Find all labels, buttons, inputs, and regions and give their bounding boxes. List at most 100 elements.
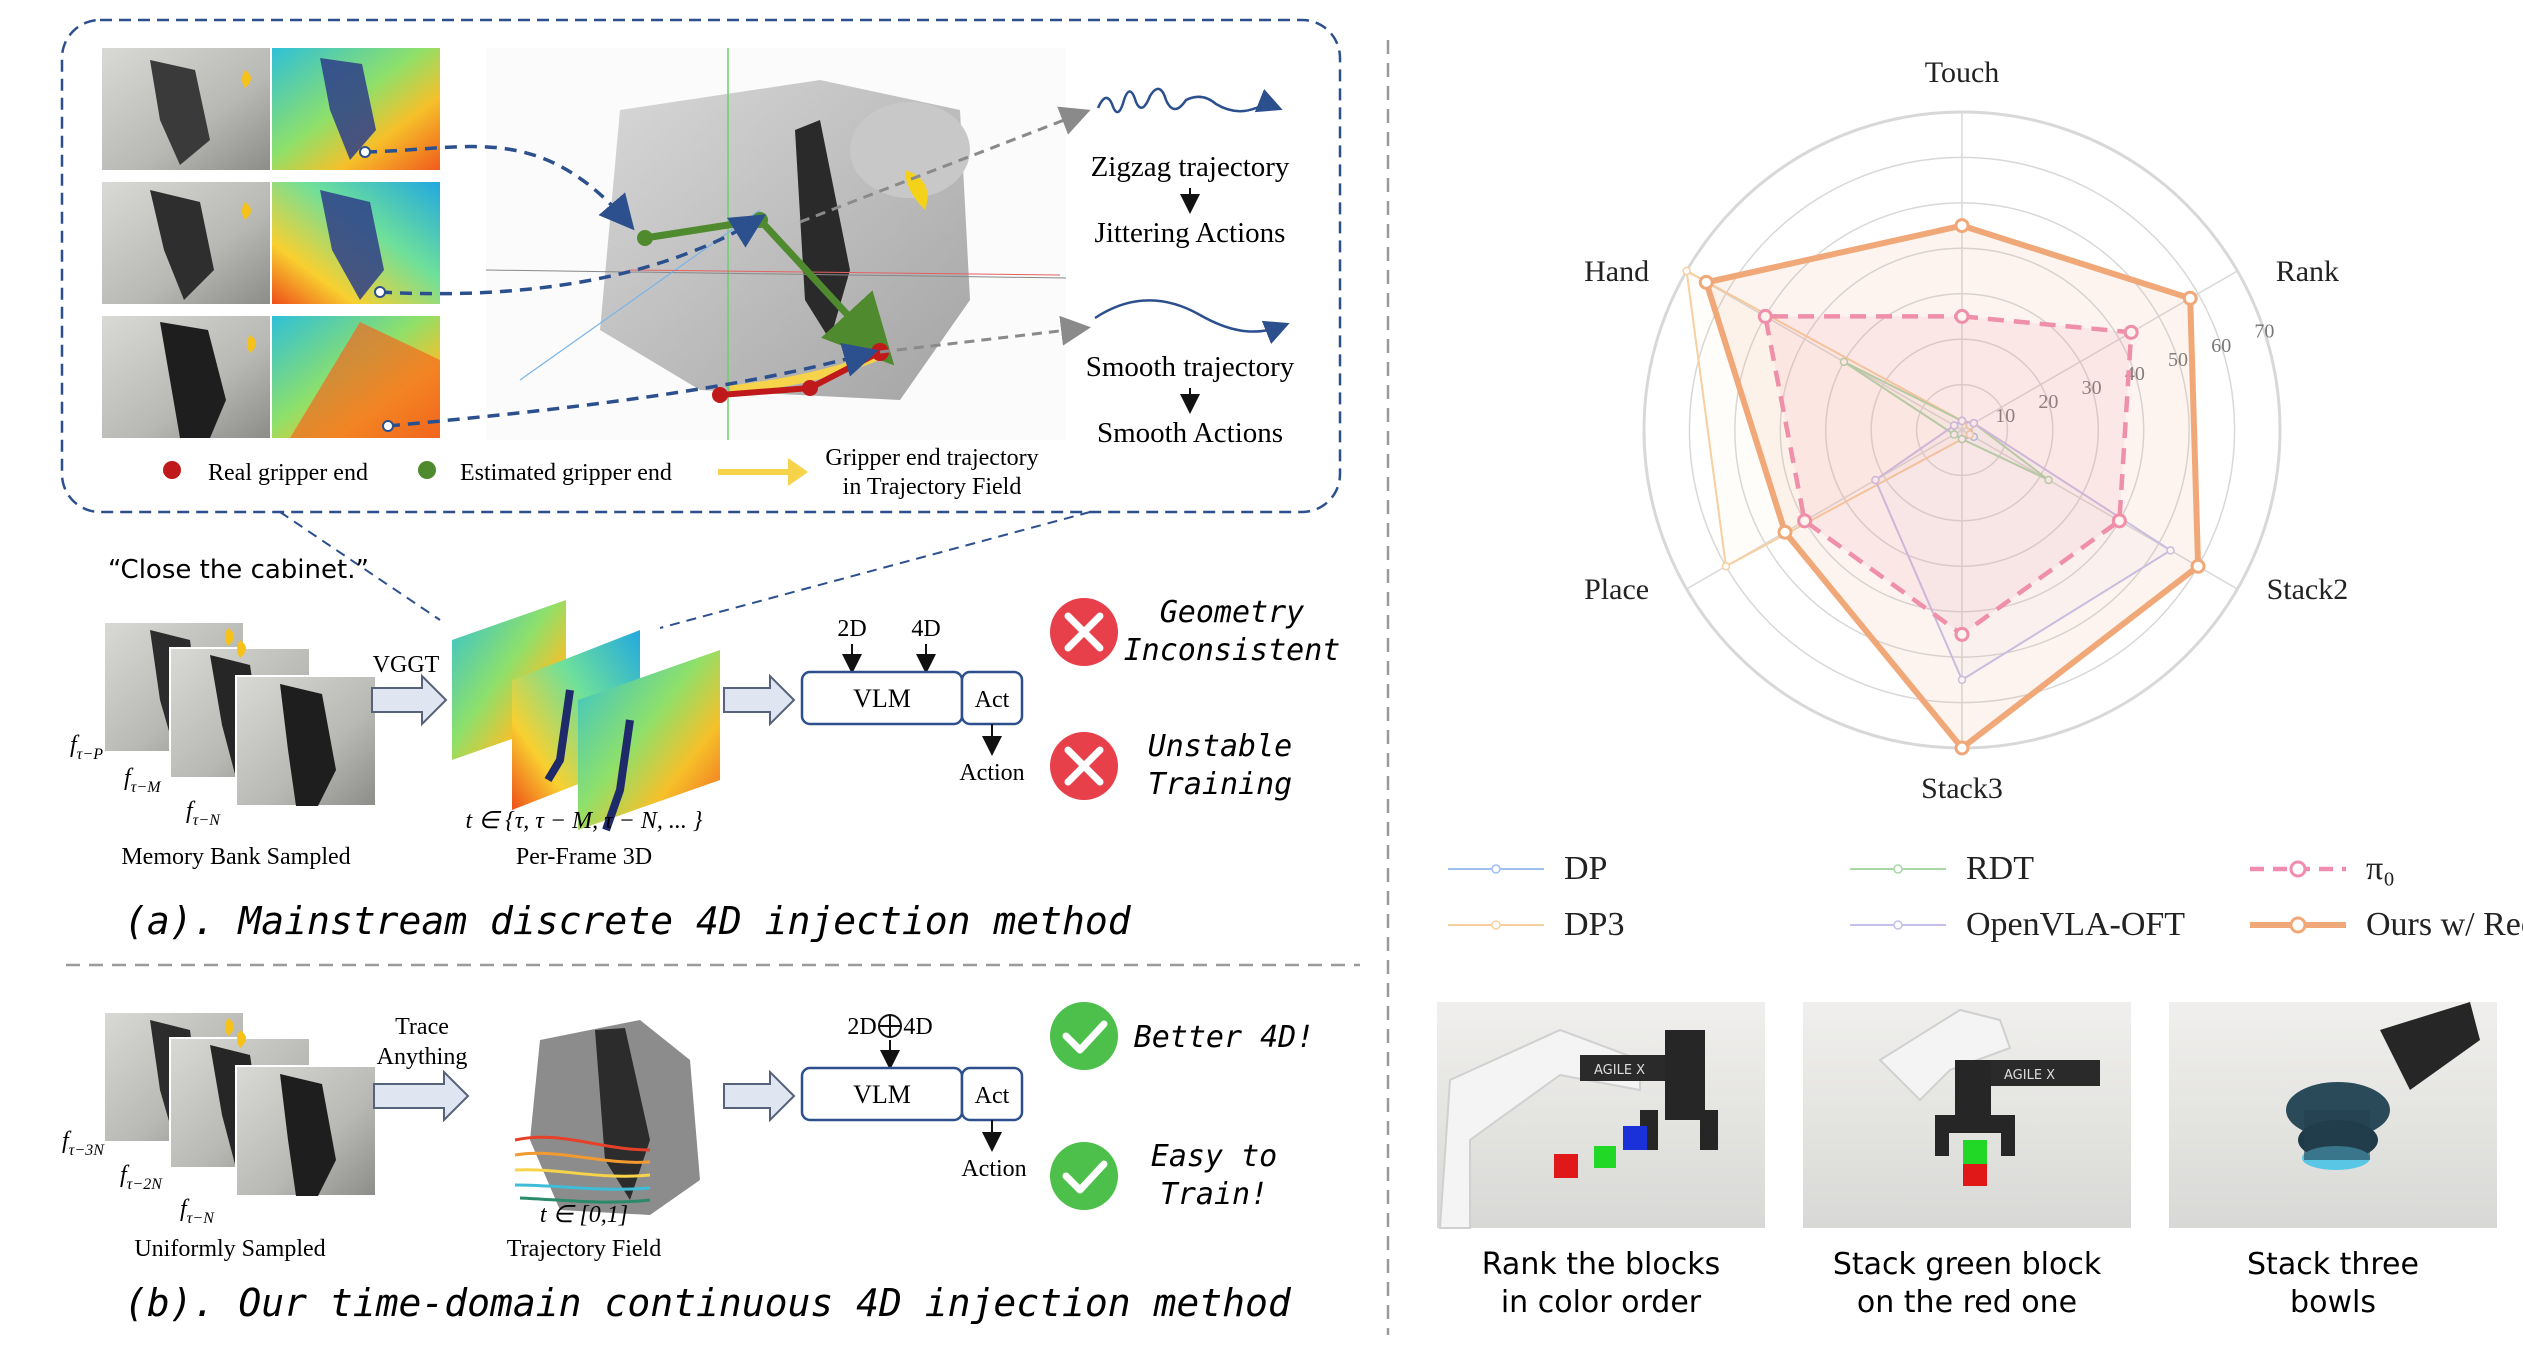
memory-bank-frames — [103, 621, 377, 807]
legend-marker-dp — [1491, 864, 1501, 874]
task-caption-bowls-1: Stack three — [2247, 1247, 2419, 1282]
radar-series-ours-w-recouple — [1702, 222, 2202, 753]
radar-point-pi0 — [1757, 308, 1773, 324]
link-arrow — [387, 342, 879, 428]
trace-arrow — [373, 1069, 470, 1123]
legend-marker-dp3 — [1491, 920, 1501, 930]
task-images: AGILE X AGILE X Ra — [1437, 1002, 2497, 1320]
zigzag-title: Zigzag trajectory — [1091, 151, 1290, 183]
legend-label-rdt: RDT — [1966, 850, 2034, 887]
cross-icon — [1050, 598, 1118, 666]
zigzag-curve — [1096, 87, 1283, 114]
radar-chart: 10203040506070TouchRankStack2Stack3Place… — [1584, 56, 2348, 805]
input-2d: 2D — [837, 616, 866, 642]
uniform-caption: Uniformly Sampled — [134, 1236, 325, 1262]
radar-tick-label: 70 — [2254, 321, 2274, 343]
vggt-label: VGGT — [373, 652, 440, 678]
smooth-pointer — [879, 315, 1091, 354]
smooth-result: Smooth Actions — [1097, 417, 1283, 449]
task-image-stack-green: AGILE X — [1803, 1002, 2131, 1228]
legend-estimated: Estimated gripper end — [460, 460, 672, 486]
radar-point-dp3 — [1965, 430, 1975, 439]
frame-pair-3 — [102, 316, 440, 438]
radar-axis-label: Stack2 — [2267, 573, 2349, 606]
zigzag-result: Jittering Actions — [1095, 217, 1286, 249]
task-caption-bowls-2: bowls — [2290, 1285, 2376, 1320]
radar-point-rdt — [1957, 434, 1967, 444]
radar-point-pi0 — [2111, 513, 2127, 529]
trajectory-field-cloud — [514, 1020, 700, 1215]
trace-label-2: Anything — [377, 1044, 468, 1070]
robot-brand-text: AGILE X — [2004, 1068, 2055, 1083]
to-vlm-arrow — [723, 673, 796, 727]
field-caption: Trajectory Field — [507, 1236, 661, 1262]
caption-b: (b). Our time-domain continuous 4D injec… — [124, 1281, 1292, 1325]
radar-tick-label: 60 — [2211, 335, 2231, 357]
f-label: fτ−2N — [120, 1162, 163, 1193]
con-training-2: Training — [1148, 767, 1293, 802]
radar-point-dp3 — [1721, 562, 1731, 571]
f-label: fτ−M — [124, 765, 162, 796]
task-caption-stack-green-2: on the red one — [1857, 1285, 2077, 1320]
pro-easy-2: Train! — [1160, 1177, 1268, 1212]
legend-marker-pi0 — [2289, 860, 2307, 878]
zoom-frame — [60, 18, 1342, 514]
con-training-1: Unstable — [1148, 729, 1293, 764]
radar-spoke — [1961, 429, 2238, 590]
radar-point-openvla-oft — [1969, 418, 1979, 428]
action-label: Action — [959, 760, 1024, 786]
legend-marker-openvla-oft — [1893, 920, 1903, 930]
legend-label-dp3: DP3 — [1564, 906, 1624, 943]
check-icon — [1050, 1002, 1118, 1070]
frame-pair-2 — [102, 182, 440, 304]
radar-point-openvla-oft — [1957, 675, 1967, 685]
action-label-b: Action — [961, 1156, 1026, 1182]
legend-marker-rdt — [1893, 864, 1903, 874]
to-vlm-arrow-b — [723, 1069, 796, 1123]
f-label: fτ−P — [70, 732, 103, 763]
radar-point-rdt — [1839, 357, 1849, 367]
smooth-curve — [1094, 299, 1290, 345]
vlm-label: VLM — [853, 684, 911, 713]
task-caption-rank-1: Rank the blocks — [1482, 1247, 1721, 1282]
check-icon — [1050, 1142, 1118, 1210]
time-range: t ∈ [0,1] — [540, 1202, 628, 1228]
legend-label-pi0: π₀ — [2366, 850, 2395, 887]
radar-point-dp3 — [1682, 266, 1691, 276]
panel-b: fτ−3N fτ−2N fτ−N Uniformly Sampled Trace… — [62, 1002, 1314, 1325]
radar-point-ours-w-recouple — [1698, 274, 1714, 290]
vggt-arrow — [371, 673, 448, 727]
f-label: fτ−N — [180, 1196, 215, 1227]
radar-point-ours-w-recouple — [1777, 524, 1793, 540]
estimated-gripper-dot — [418, 461, 436, 479]
link-arrow — [379, 214, 766, 296]
legend-marker-ours-w-recouple — [2289, 916, 2307, 934]
robot-brand-text: AGILE X — [1594, 1063, 1645, 1078]
f-label: fτ−3N — [62, 1128, 105, 1159]
input-2d-b: 2D — [847, 1014, 876, 1040]
real-point — [802, 380, 818, 396]
radar-point-openvla-oft — [1871, 475, 1880, 485]
radar-point-openvla-oft — [1949, 421, 1959, 430]
vlm-label-b: VLM — [853, 1080, 911, 1109]
radar-point-pi0 — [1954, 308, 1970, 324]
con-geometry-1: Geometry — [1160, 595, 1305, 630]
radar-axis-label: Rank — [2276, 255, 2339, 288]
radar-point-pi0 — [1954, 626, 1970, 642]
act-label: Act — [975, 687, 1010, 713]
per-frame-depth — [452, 600, 720, 832]
pro-easy-1: Easy to — [1151, 1139, 1277, 1174]
oplus-icon — [878, 1014, 902, 1038]
estimated-point — [637, 230, 653, 246]
legend-traj-2: in Trajectory Field — [843, 474, 1022, 500]
radar-spoke — [1686, 270, 1963, 431]
legend-real: Real gripper end — [208, 460, 368, 486]
real-point — [712, 387, 728, 403]
real-gripper-dot — [163, 461, 181, 479]
radar-point-rdt — [1949, 430, 1959, 439]
panel-a: Zigzag trajectory Jittering Actions Smoo… — [60, 18, 1342, 943]
radar-tick-label: 10 — [1995, 405, 2015, 427]
time-set: t ∈ {τ, τ − M, τ − N, ... } — [466, 808, 703, 834]
trace-label-1: Trace — [395, 1014, 449, 1040]
